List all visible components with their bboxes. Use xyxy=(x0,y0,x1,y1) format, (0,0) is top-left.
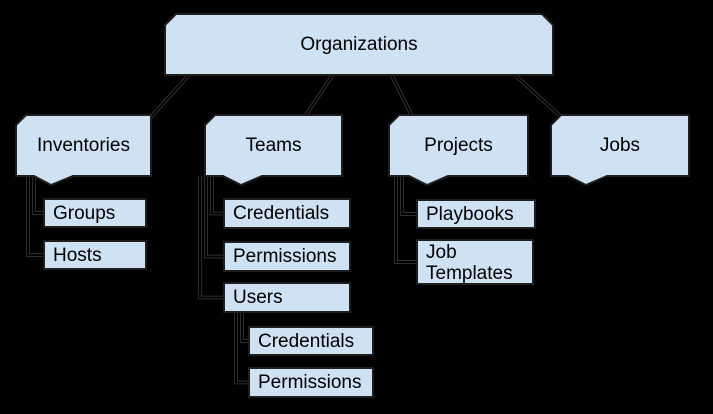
connector-teams-credentials xyxy=(210,176,224,216)
connector-inventories-groups xyxy=(33,176,44,214)
node-users-credentials xyxy=(248,326,374,356)
connector-teams-credentials xyxy=(211,176,224,215)
node-jobs xyxy=(550,114,690,187)
node-job-templates xyxy=(416,239,534,285)
connector-projects-jobtemplates xyxy=(395,176,417,263)
node-organizations xyxy=(164,13,554,76)
arrow-org-projects xyxy=(391,75,415,121)
connector-projects-playbooks xyxy=(400,176,417,216)
connector-teams-users xyxy=(199,176,224,299)
connector-inventories-hosts xyxy=(26,176,44,257)
node-users-permissions xyxy=(248,367,374,398)
node-inventories xyxy=(15,114,152,187)
connector-teams-permissions xyxy=(205,176,224,258)
node-teams-credentials xyxy=(223,198,351,229)
connector-projects-jobtemplates xyxy=(394,176,417,264)
node-shapes xyxy=(15,13,690,398)
node-projects xyxy=(388,114,529,187)
arrow-org-teams xyxy=(303,75,333,119)
node-hosts xyxy=(43,240,147,270)
node-teams-permissions xyxy=(223,241,351,272)
connector-inventories-hosts xyxy=(27,176,44,256)
connector-teams-permissions xyxy=(204,176,224,259)
elbow-connectors xyxy=(26,176,417,385)
connector-users-permissions xyxy=(235,312,249,384)
node-users xyxy=(223,282,351,313)
connector-users-credentials xyxy=(241,312,249,342)
connector-users-credentials xyxy=(240,312,249,343)
node-teams xyxy=(204,114,343,187)
connector-projects-playbooks xyxy=(401,176,417,215)
node-groups xyxy=(43,198,147,228)
node-playbooks xyxy=(416,199,536,229)
